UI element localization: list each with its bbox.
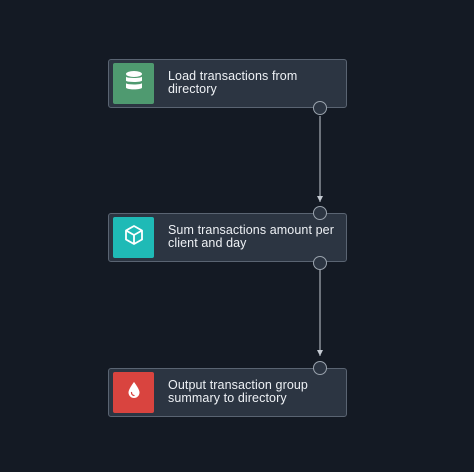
node-output-summary[interactable]: Output transaction group summary to dire… [108, 368, 347, 417]
input-port[interactable] [313, 206, 327, 220]
node-sum-transactions[interactable]: Sum transactions amount per client and d… [108, 213, 347, 262]
node-load-transactions[interactable]: Load transactions from directory [108, 59, 347, 108]
database-icon [124, 70, 144, 97]
output-port[interactable] [313, 256, 327, 270]
input-port[interactable] [313, 361, 327, 375]
node-label: Load transactions from directory [168, 69, 298, 96]
node-label: Output transaction group summary to dire… [168, 378, 308, 405]
node-label: Sum transactions amount per client and d… [168, 223, 334, 250]
node-icon-box [113, 217, 154, 258]
node-icon-box [113, 63, 154, 104]
cube-icon [123, 224, 145, 251]
node-icon-box [113, 372, 154, 413]
droplet-icon [127, 381, 141, 404]
output-port[interactable] [313, 101, 327, 115]
